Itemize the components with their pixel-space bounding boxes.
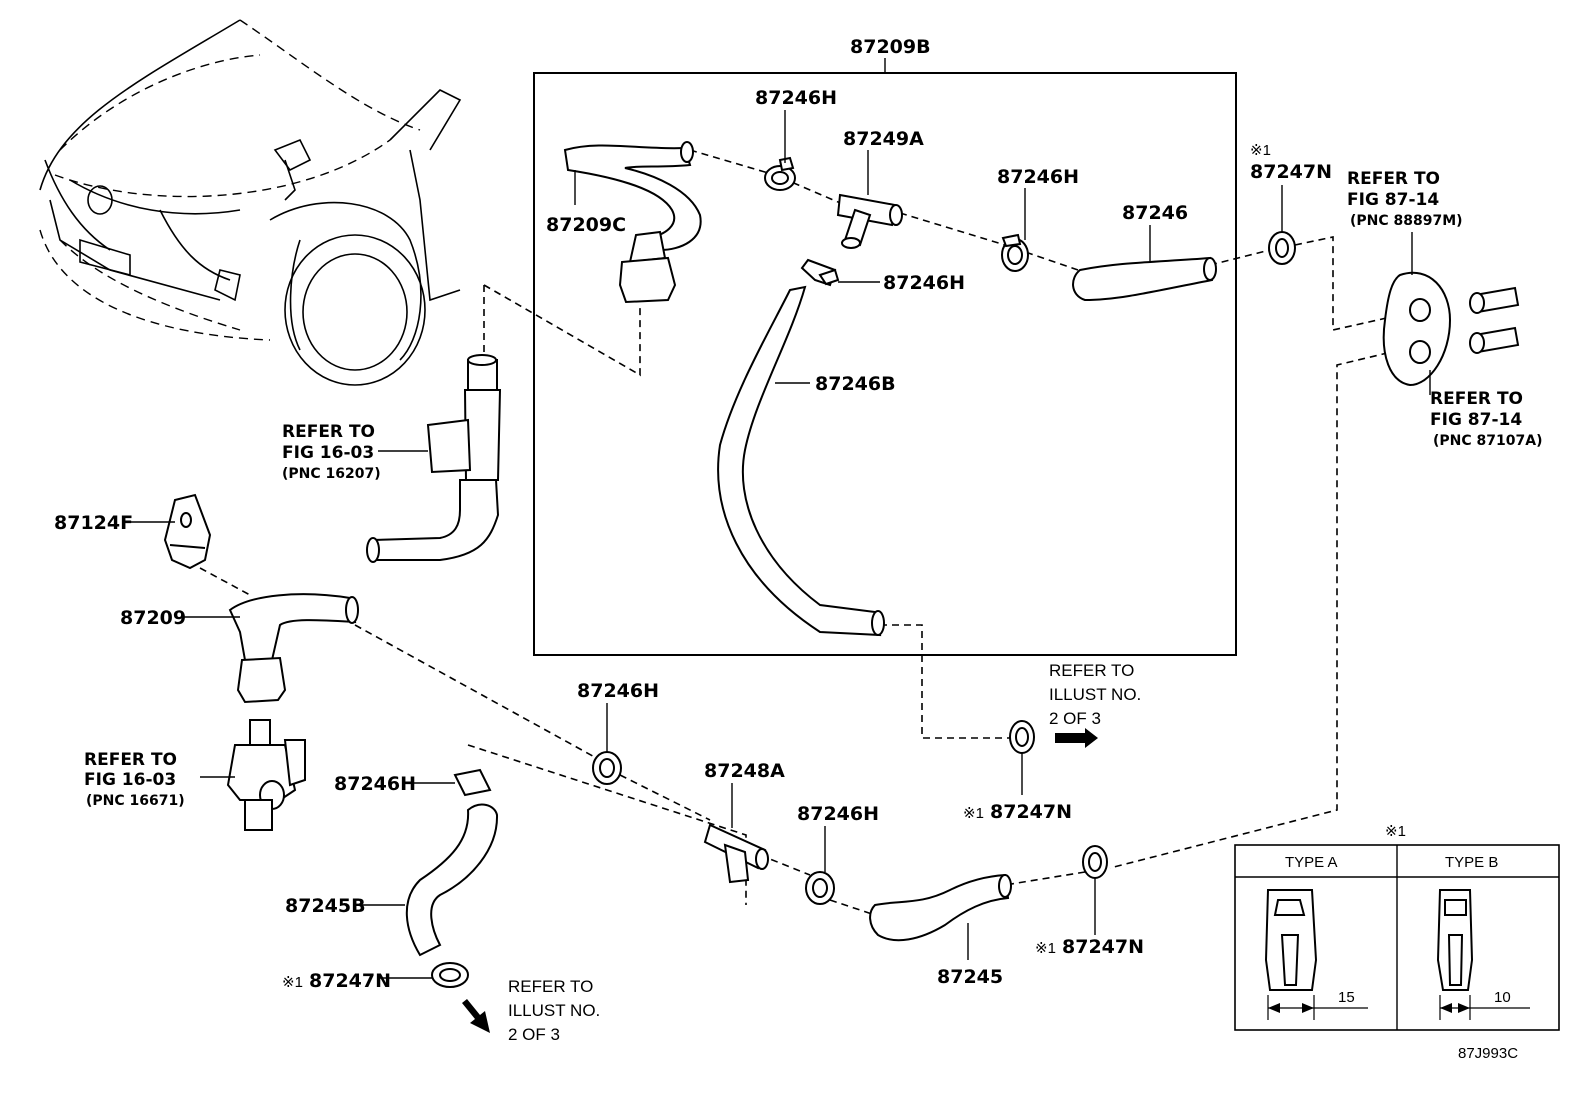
clip-87246H-right bbox=[1001, 233, 1029, 272]
ref-fig-16-03-bottom: REFER TO FIG 16-03 (PNC 16671) bbox=[84, 750, 185, 809]
joint-87248A bbox=[703, 823, 769, 884]
svg-text:(PNC 87107A): (PNC 87107A) bbox=[1433, 433, 1542, 449]
svg-text:REFER TO: REFER TO bbox=[282, 422, 375, 442]
svg-text:FIG 16-03: FIG 16-03 bbox=[282, 443, 374, 463]
label-87124F: 87124F bbox=[54, 512, 133, 534]
hose-87209C bbox=[563, 141, 702, 304]
label-87247N-left: 87247N bbox=[309, 970, 391, 992]
label-87245: 87245 bbox=[937, 966, 1003, 988]
mark-87247N-mid: ※1 bbox=[963, 805, 984, 822]
svg-text:FIG 16-03: FIG 16-03 bbox=[84, 770, 176, 790]
label-87246H-f: 87246H bbox=[334, 773, 416, 795]
clip-87247N-right bbox=[1082, 845, 1108, 879]
clip-87247N-bottom-left bbox=[431, 962, 469, 988]
hose-87209 bbox=[228, 593, 359, 704]
label-87249A: 87249A bbox=[843, 128, 924, 150]
vehicle-front-illustration bbox=[39, 19, 462, 386]
label-87246H-d: 87246H bbox=[577, 680, 659, 702]
label-87209: 87209 bbox=[120, 607, 186, 629]
ref-fig-16-03-top: REFER TO FIG 16-03 (PNC 16207) bbox=[282, 422, 381, 482]
label-87247N-top: 87247N bbox=[1250, 161, 1332, 183]
clip-87247N-mid bbox=[1009, 720, 1035, 754]
clip-87246H-bottom bbox=[592, 751, 622, 785]
label-87246H-c: 87246H bbox=[883, 272, 965, 294]
arrow-down-icon bbox=[462, 999, 490, 1033]
svg-text:ILLUST NO.: ILLUST NO. bbox=[1049, 685, 1141, 704]
ref-fig-87-14-bottom: REFER TO FIG 87-14 (PNC 87107A) bbox=[1430, 389, 1542, 449]
legend-dim-a: 15 bbox=[1338, 989, 1355, 1006]
legend-mark: ※1 bbox=[1385, 823, 1406, 840]
leader-lines bbox=[125, 110, 1431, 979]
svg-text:REFER TO: REFER TO bbox=[1347, 169, 1440, 189]
hose-87246 bbox=[1072, 256, 1217, 302]
legend-type-a: TYPE A bbox=[1285, 854, 1338, 871]
arrow-right-icon bbox=[1055, 728, 1098, 748]
label-87246: 87246 bbox=[1122, 202, 1188, 224]
label-87247N-right: 87247N bbox=[1062, 936, 1144, 958]
clip-87246H-top bbox=[764, 156, 796, 191]
joint-87249A bbox=[836, 193, 903, 249]
ref-fig-87-14-top: REFER TO FIG 87-14 (PNC 88897M) bbox=[1347, 169, 1463, 229]
label-87209C: 87209C bbox=[546, 214, 626, 236]
illustration-id: 87J993C bbox=[1458, 1045, 1518, 1062]
mark-87247N-right: ※1 bbox=[1035, 940, 1056, 957]
clip-87247N-top bbox=[1268, 231, 1296, 265]
heater-unit-ref-8714 bbox=[1382, 271, 1520, 387]
svg-text:REFER TO: REFER TO bbox=[1049, 661, 1134, 680]
svg-text:(PNC 16671): (PNC 16671) bbox=[86, 793, 185, 809]
svg-text:(PNC 16207): (PNC 16207) bbox=[282, 466, 381, 482]
label-87247N-top-mark: ※1 bbox=[1250, 142, 1271, 159]
svg-text:FIG 87-14: FIG 87-14 bbox=[1430, 410, 1522, 430]
label-87246B: 87246B bbox=[815, 373, 896, 395]
clip-type-legend: ※1 TYPE A TYPE B 15 10 bbox=[1234, 823, 1560, 1031]
svg-text:FIG 87-14: FIG 87-14 bbox=[1347, 190, 1439, 210]
clip-87246H-left bbox=[453, 768, 492, 797]
fitting-ref-16207 bbox=[366, 354, 502, 563]
label-87246H-a: 87246H bbox=[755, 87, 837, 109]
mark-87247N-left: ※1 bbox=[282, 974, 303, 991]
svg-text:REFER TO: REFER TO bbox=[1430, 389, 1523, 409]
legend-type-b: TYPE B bbox=[1445, 854, 1498, 871]
bracket-87124F bbox=[163, 493, 212, 570]
hose-87246B bbox=[717, 285, 885, 637]
ref-illust-2of3-bottom: REFER TO ILLUST NO. 2 OF 3 bbox=[508, 977, 600, 1044]
ref-illust-2of3-mid: REFER TO ILLUST NO. 2 OF 3 bbox=[1049, 661, 1141, 728]
svg-text:REFER TO: REFER TO bbox=[508, 977, 593, 996]
svg-text:(PNC 88897M): (PNC 88897M) bbox=[1350, 213, 1463, 229]
label-87246H-e: 87246H bbox=[797, 803, 879, 825]
svg-text:REFER TO: REFER TO bbox=[84, 750, 177, 770]
hose-87245 bbox=[869, 873, 1012, 942]
label-87246H-b: 87246H bbox=[997, 166, 1079, 188]
connection-lines bbox=[199, 149, 1401, 916]
svg-text:2 OF 3: 2 OF 3 bbox=[1049, 709, 1101, 728]
svg-text:2 OF 3: 2 OF 3 bbox=[508, 1025, 560, 1044]
label-87247N-mid: 87247N bbox=[990, 801, 1072, 823]
label-87245B: 87245B bbox=[285, 895, 366, 917]
clip-87246H-lower bbox=[800, 258, 840, 287]
hose-87245B bbox=[405, 803, 499, 957]
clip-87246H-center bbox=[805, 871, 835, 905]
svg-text:ILLUST NO.: ILLUST NO. bbox=[508, 1001, 600, 1020]
legend-dim-b: 10 bbox=[1494, 989, 1511, 1006]
valve-ref-16671 bbox=[226, 719, 306, 831]
label-87209B: 87209B bbox=[850, 36, 931, 58]
label-87248A: 87248A bbox=[704, 760, 785, 782]
